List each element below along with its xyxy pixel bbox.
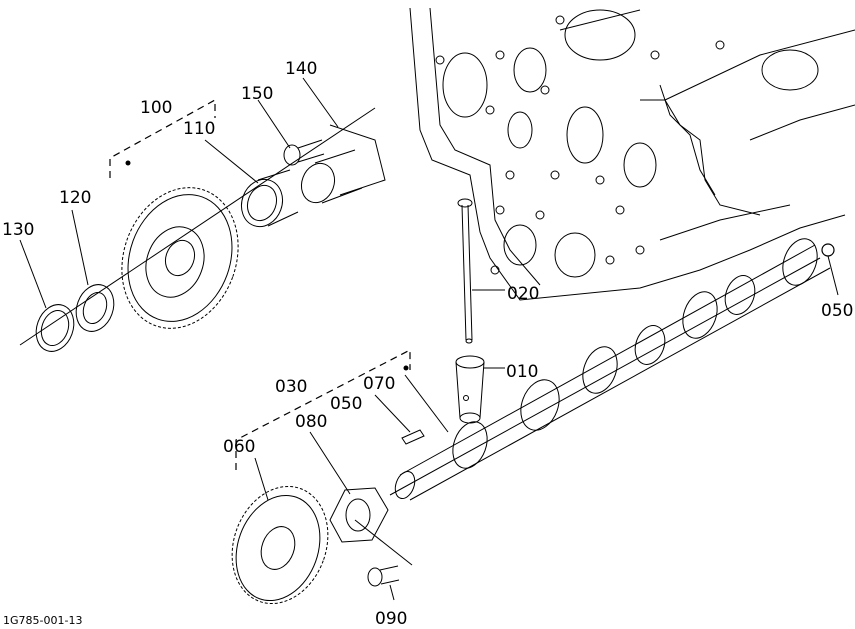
part-label-060: 060: [223, 437, 255, 457]
part-label-070: 070: [363, 374, 395, 394]
part-label-030: 030: [275, 377, 307, 397]
part-label-100: 100: [140, 98, 172, 118]
part-label-150: 150: [241, 84, 273, 104]
part-label-010: 010: [506, 362, 538, 382]
part-label-120: 120: [59, 188, 91, 208]
part-label-050-camshaft-end: 050: [821, 301, 853, 321]
part-label-130: 130: [2, 220, 34, 240]
engine-block: [409, 7, 855, 301]
part-label-090: 090: [375, 609, 407, 629]
idler-gear-assembly: [19, 77, 386, 352]
push-rod-and-tappet: [455, 198, 505, 424]
part-label-050-camshaft: 050: [330, 394, 362, 414]
part-label-020: 020: [507, 284, 539, 304]
cam-gear-assembly: [231, 349, 413, 605]
part-label-080: 080: [295, 412, 327, 432]
camshaft: [374, 238, 839, 501]
figure-code: 1G785-001-13: [3, 614, 82, 627]
part-label-110: 110: [183, 119, 215, 139]
part-label-140: 140: [285, 59, 317, 79]
